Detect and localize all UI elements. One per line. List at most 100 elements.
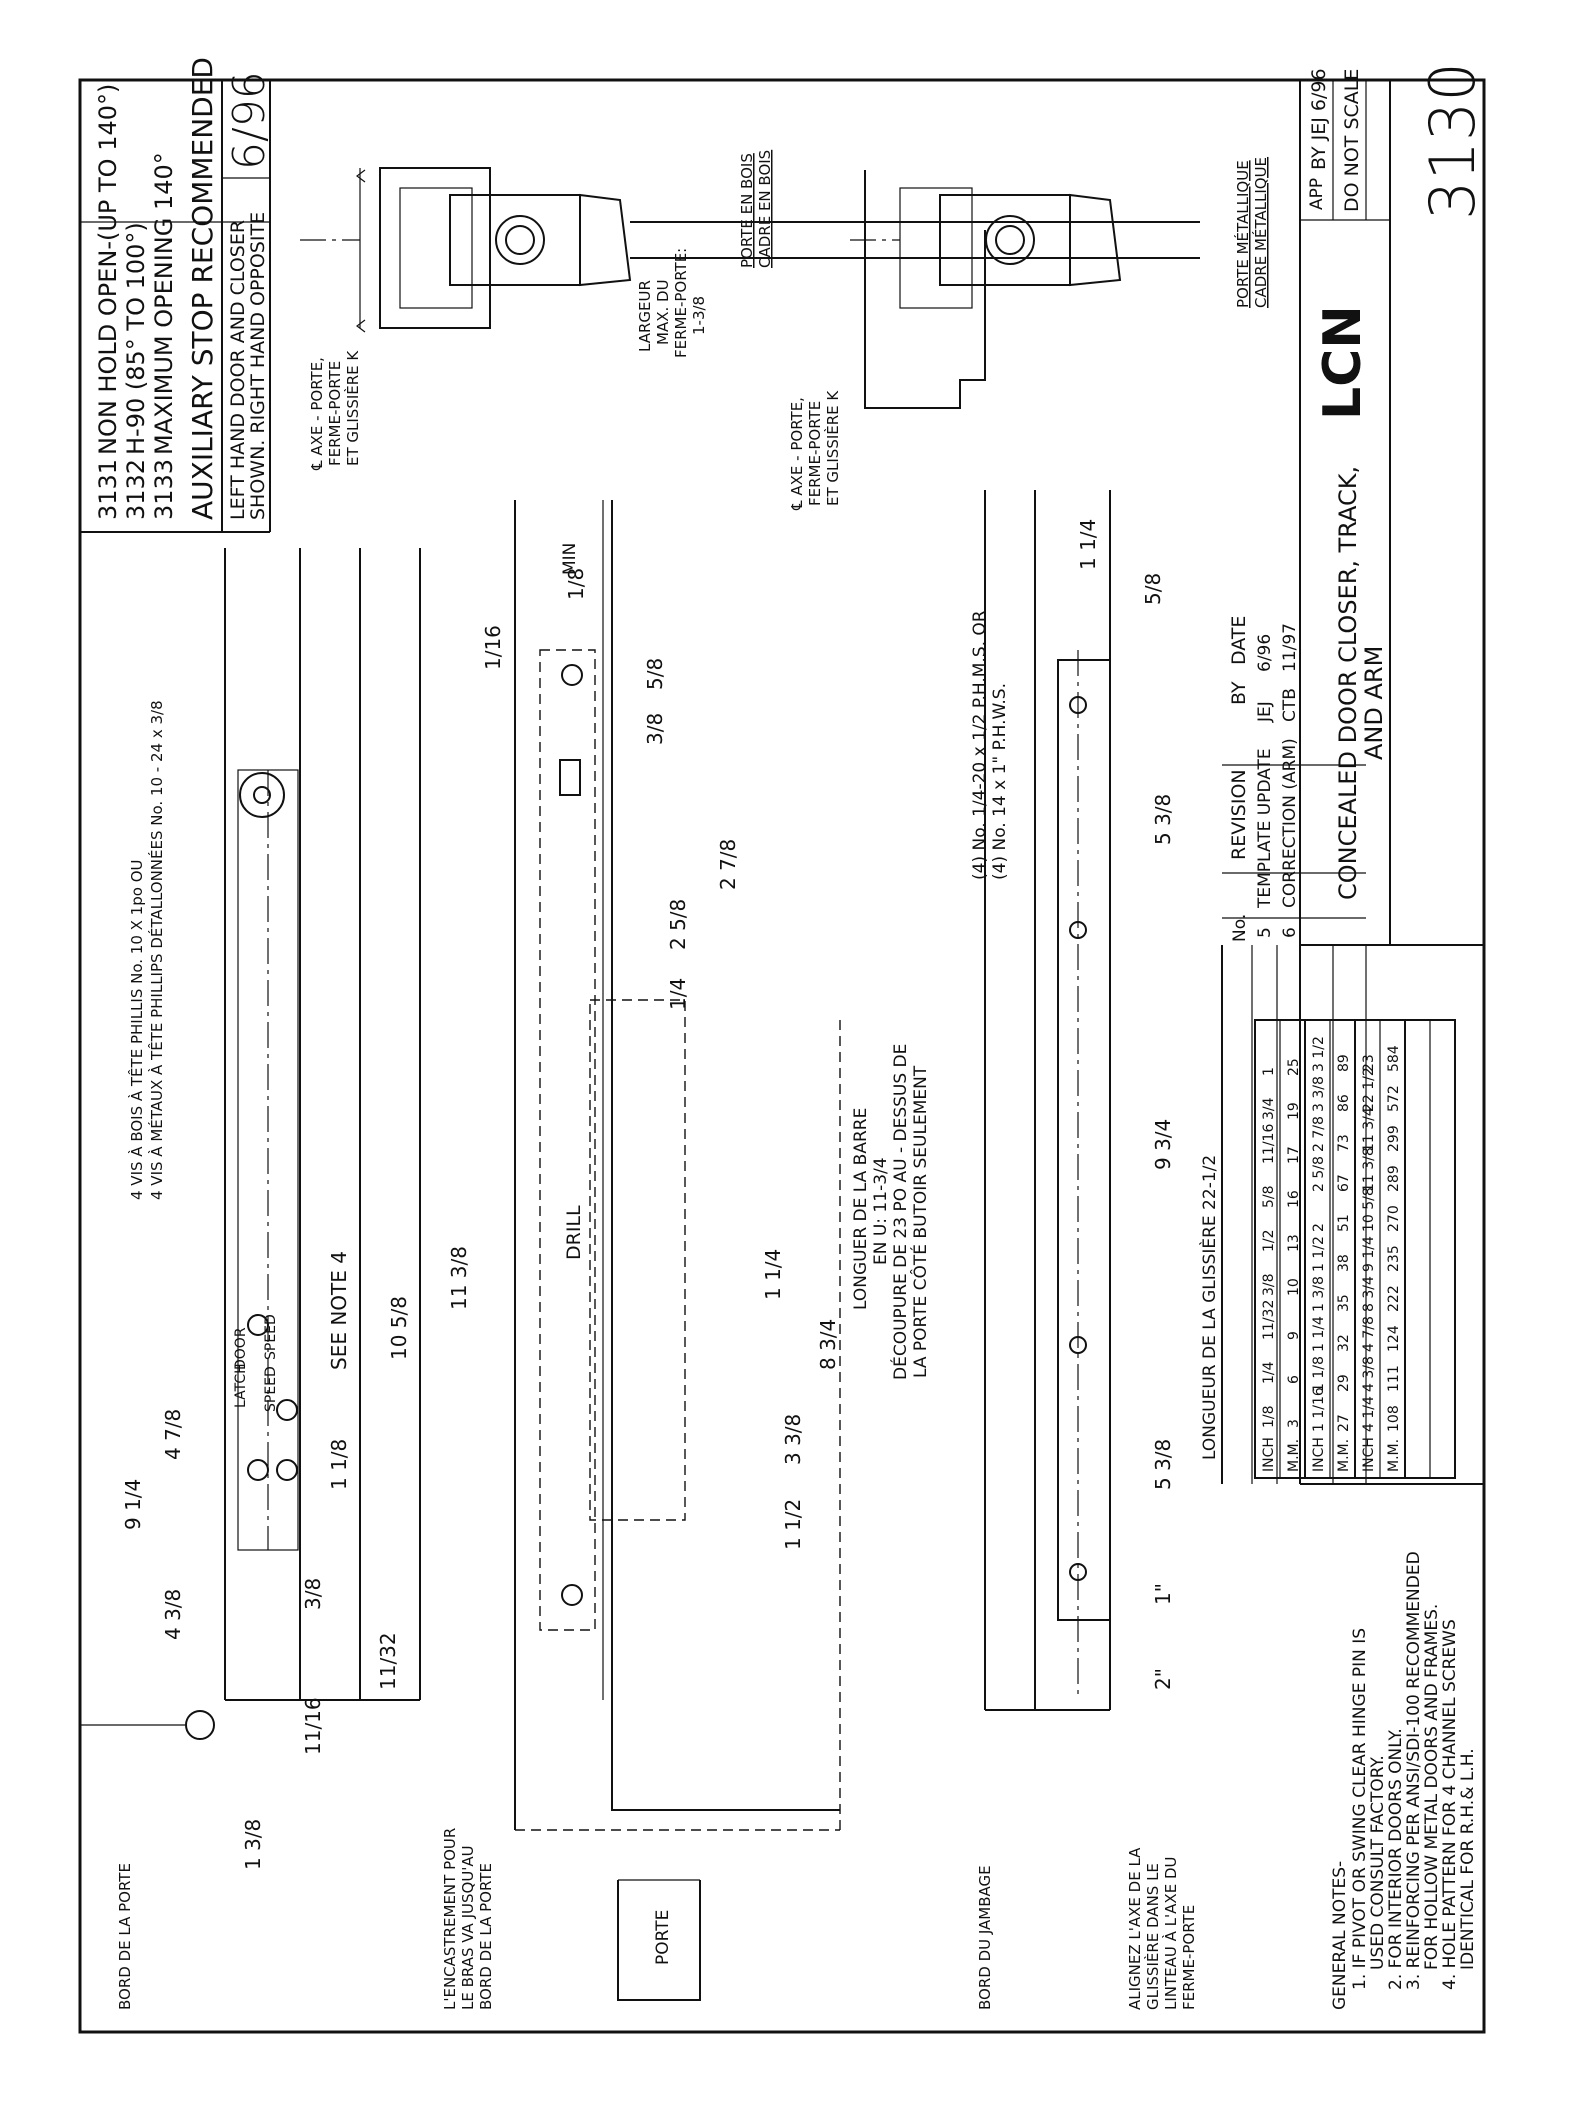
general-note-4b: IDENTICAL FOR R.H.& L.H. bbox=[1458, 1748, 1478, 1970]
dim-3-8-b: 3/8 bbox=[643, 713, 667, 745]
dim-2-inch: 2" bbox=[1151, 1668, 1175, 1690]
arm-label-door: DOOR bbox=[233, 1327, 249, 1370]
conv-cell-inch-0-7: 11/16 bbox=[1261, 1124, 1277, 1164]
do-not-scale: DO NOT SCALE bbox=[1341, 69, 1363, 212]
dim-9-1-4: 9 1/4 bbox=[121, 1479, 145, 1530]
width-label-4: 1-3/8 bbox=[690, 296, 708, 335]
wood-axis-label-2: FERME-PORTE bbox=[326, 361, 344, 466]
metal-axis-label-3: ET GLISSIÈRE K bbox=[823, 390, 842, 506]
product-title-2: AND ARM bbox=[1360, 646, 1388, 760]
bord-porte-label: BORD DE LA PORTE bbox=[116, 1863, 134, 2010]
dim-9-3-4: 9 3/4 bbox=[1151, 1119, 1175, 1170]
min-label: MIN bbox=[560, 543, 580, 575]
product-title-1: CONCEALED DOOR CLOSER, TRACK, bbox=[1334, 466, 1362, 900]
channel-side-view bbox=[514, 500, 841, 1831]
conv-cell-inch-2-8: 11 3/4 bbox=[1361, 1107, 1377, 1152]
alignez-3: LINTEAU À L'AXE DU bbox=[1161, 1857, 1180, 2010]
dim-11-16: 11/16 bbox=[301, 1697, 325, 1755]
conv-cell-inch-1-6: 2 bbox=[1311, 1223, 1327, 1232]
dim-1-1-4-b: 1 1/4 bbox=[1076, 519, 1100, 570]
see-note-4: SEE NOTE 4 bbox=[327, 1251, 351, 1370]
conv-cell-mm-0-7: 17 bbox=[1286, 1146, 1302, 1164]
conv-cell-mm-0-8: 19 bbox=[1286, 1102, 1302, 1120]
dim-3-3-8: 3 3/8 bbox=[781, 1414, 805, 1465]
conv-cell-mm-0-3: 9 bbox=[1286, 1331, 1302, 1340]
porte-label: PORTE bbox=[653, 1910, 673, 1965]
by-label: BY JEJ 6/96 bbox=[1308, 68, 1330, 170]
dim-5-8: 5/8 bbox=[643, 658, 667, 690]
conv-cell-inch-0-2: 1/4 bbox=[1261, 1361, 1277, 1384]
conv-cell-inch-0-3: 11/32 bbox=[1261, 1300, 1277, 1340]
conv-cell-inch-1-9: 3 3/8 bbox=[1311, 1076, 1327, 1112]
dim-1-1-8: 1 1/8 bbox=[327, 1439, 351, 1490]
hand-note-1: LEFT HAND DOOR AND CLOSER bbox=[227, 220, 249, 520]
revision-table: No. REVISION BY DATE 5 TEMPLATE UPDATE J… bbox=[1221, 616, 1484, 1485]
wood-section-detail bbox=[300, 167, 1200, 333]
conv-cell-mm-0-2: 6 bbox=[1286, 1375, 1302, 1384]
conv-cell-inch-0-5: 1/2 bbox=[1261, 1229, 1277, 1252]
model-3133-desc: MAXIMUM OPENING 140° bbox=[150, 152, 178, 455]
glissiere-label: LONGUEUR DE LA GLISSIÈRE 22-1/2 bbox=[1198, 1155, 1220, 1460]
conv-cell-inch-2-7: 11 3/8 bbox=[1361, 1147, 1377, 1192]
dim-2-7-8: 2 7/8 bbox=[716, 839, 740, 890]
conv-cell-mm-0-0: M.M. bbox=[1286, 1439, 1302, 1472]
alignez-1: ALIGNEZ L'AXE DE LA bbox=[1126, 1847, 1144, 2010]
conv-cell-mm-1-6: 51 bbox=[1336, 1214, 1352, 1232]
rev-header-no: No. bbox=[1230, 914, 1250, 942]
conv-cell-mm-0-6: 16 bbox=[1286, 1190, 1302, 1208]
conv-cell-mm-1-5: 38 bbox=[1336, 1254, 1352, 1272]
wood-section-title-1: PORTE EN BOIS bbox=[738, 153, 756, 268]
conv-cell-inch-2-0: INCH bbox=[1361, 1437, 1377, 1472]
wood-axis-label-3: ET GLISSIÈRE K bbox=[343, 350, 362, 466]
conv-cell-mm-1-7: 67 bbox=[1336, 1174, 1352, 1192]
general-note-3a: 3. REINFORCING PER ANSI/SDI-100 RECOMMEN… bbox=[1404, 1551, 1424, 1990]
conv-cell-mm-2-5: 235 bbox=[1386, 1245, 1402, 1272]
conv-cell-mm-1-2: 29 bbox=[1336, 1374, 1352, 1392]
conv-cell-inch-1-10: 3 1/2 bbox=[1311, 1036, 1327, 1072]
rev-6-desc: CORRECTION (ARM) bbox=[1280, 738, 1300, 908]
conv-cell-mm-2-8: 299 bbox=[1386, 1125, 1402, 1152]
title-block: 3131 3132 3133 NON HOLD OPEN-(UP TO 140°… bbox=[80, 57, 275, 533]
barre-label-1: LONGUER DE LA BARRE bbox=[851, 1108, 871, 1310]
conv-cell-inch-0-4: 3/8 bbox=[1261, 1273, 1277, 1296]
model-3131-desc: NON HOLD OPEN-(UP TO 140°) bbox=[94, 84, 122, 455]
metal-axis-label-1: ℄ AXE - PORTE, bbox=[788, 397, 806, 511]
rev-5-date: 6/96 bbox=[1255, 634, 1275, 672]
dim-4-3-8: 4 3/8 bbox=[161, 1589, 185, 1640]
model-3131: 3131 bbox=[94, 459, 122, 520]
title-date: 6/96 bbox=[224, 71, 275, 170]
screws-note-2: 4 VIS À MÉTAUX À TÊTE PHILLIPS DÉTALLONN… bbox=[147, 700, 166, 1200]
conv-cell-inch-1-5: 1 1/2 bbox=[1311, 1236, 1327, 1272]
aux-stop-note: AUXILIARY STOP RECOMMENDED bbox=[186, 57, 219, 520]
width-label-3: FERME-PORTE: bbox=[672, 248, 690, 358]
encastrement-3: BORD DE LA PORTE bbox=[477, 1863, 495, 2010]
dim-8-3-4: 8 3/4 bbox=[816, 1319, 840, 1370]
arm-top-view: LATCH DOOR SPEED SPEED bbox=[80, 548, 421, 1740]
dim-5-8-b: 5/8 bbox=[1141, 573, 1165, 605]
conv-cell-inch-0-1: 1/8 bbox=[1261, 1405, 1277, 1428]
conv-cell-inch-1-0: INCH bbox=[1311, 1437, 1327, 1472]
track-screw-note-1: (4) No. 1/4-20 x 1/2 P.H.M.S. OR bbox=[970, 610, 990, 880]
screws-note-1: 4 VIS À BOIS À TÊTE PHILLIS No. 10 X 1po… bbox=[127, 860, 146, 1200]
rev-6-by: CTB bbox=[1280, 688, 1300, 722]
conv-cell-inch-0-9: 1 bbox=[1261, 1067, 1277, 1076]
lcn-logo: LCN bbox=[1313, 305, 1373, 420]
general-note-1a: 1. IF PIVOT OR SWING CLEAR HINGE PIN IS bbox=[1350, 1628, 1370, 1990]
conv-cell-mm-1-10: 89 bbox=[1336, 1054, 1352, 1072]
decoupure-label-2: LA PORTE CÔTÉ BUTOIR SEULEMENT bbox=[909, 1065, 931, 1378]
conv-cell-mm-1-4: 35 bbox=[1336, 1294, 1352, 1312]
general-note-2: 2. FOR INTERIOR DOORS ONLY. bbox=[1386, 1728, 1406, 1990]
model-3133: 3133 bbox=[150, 459, 178, 520]
hand-note-2: SHOWN. RIGHT HAND OPPOSITE bbox=[247, 212, 269, 520]
conv-cell-inch-0-0: INCH bbox=[1261, 1437, 1277, 1472]
general-notes-title: GENERAL NOTES- bbox=[1330, 1861, 1350, 2010]
conv-cell-mm-0-9: 25 bbox=[1286, 1058, 1302, 1076]
conv-cell-mm-2-9: 572 bbox=[1386, 1085, 1402, 1112]
conv-cell-mm-1-3: 32 bbox=[1336, 1334, 1352, 1352]
encastrement-2: LE BRAS VA JUSQU'AU bbox=[459, 1845, 477, 2010]
dim-1-4: 1/4 bbox=[666, 978, 690, 1010]
conv-cell-mm-2-6: 270 bbox=[1386, 1205, 1402, 1232]
arm-label-speed-2: SPEED bbox=[263, 1314, 279, 1360]
rev-header-by: BY bbox=[1228, 681, 1250, 705]
